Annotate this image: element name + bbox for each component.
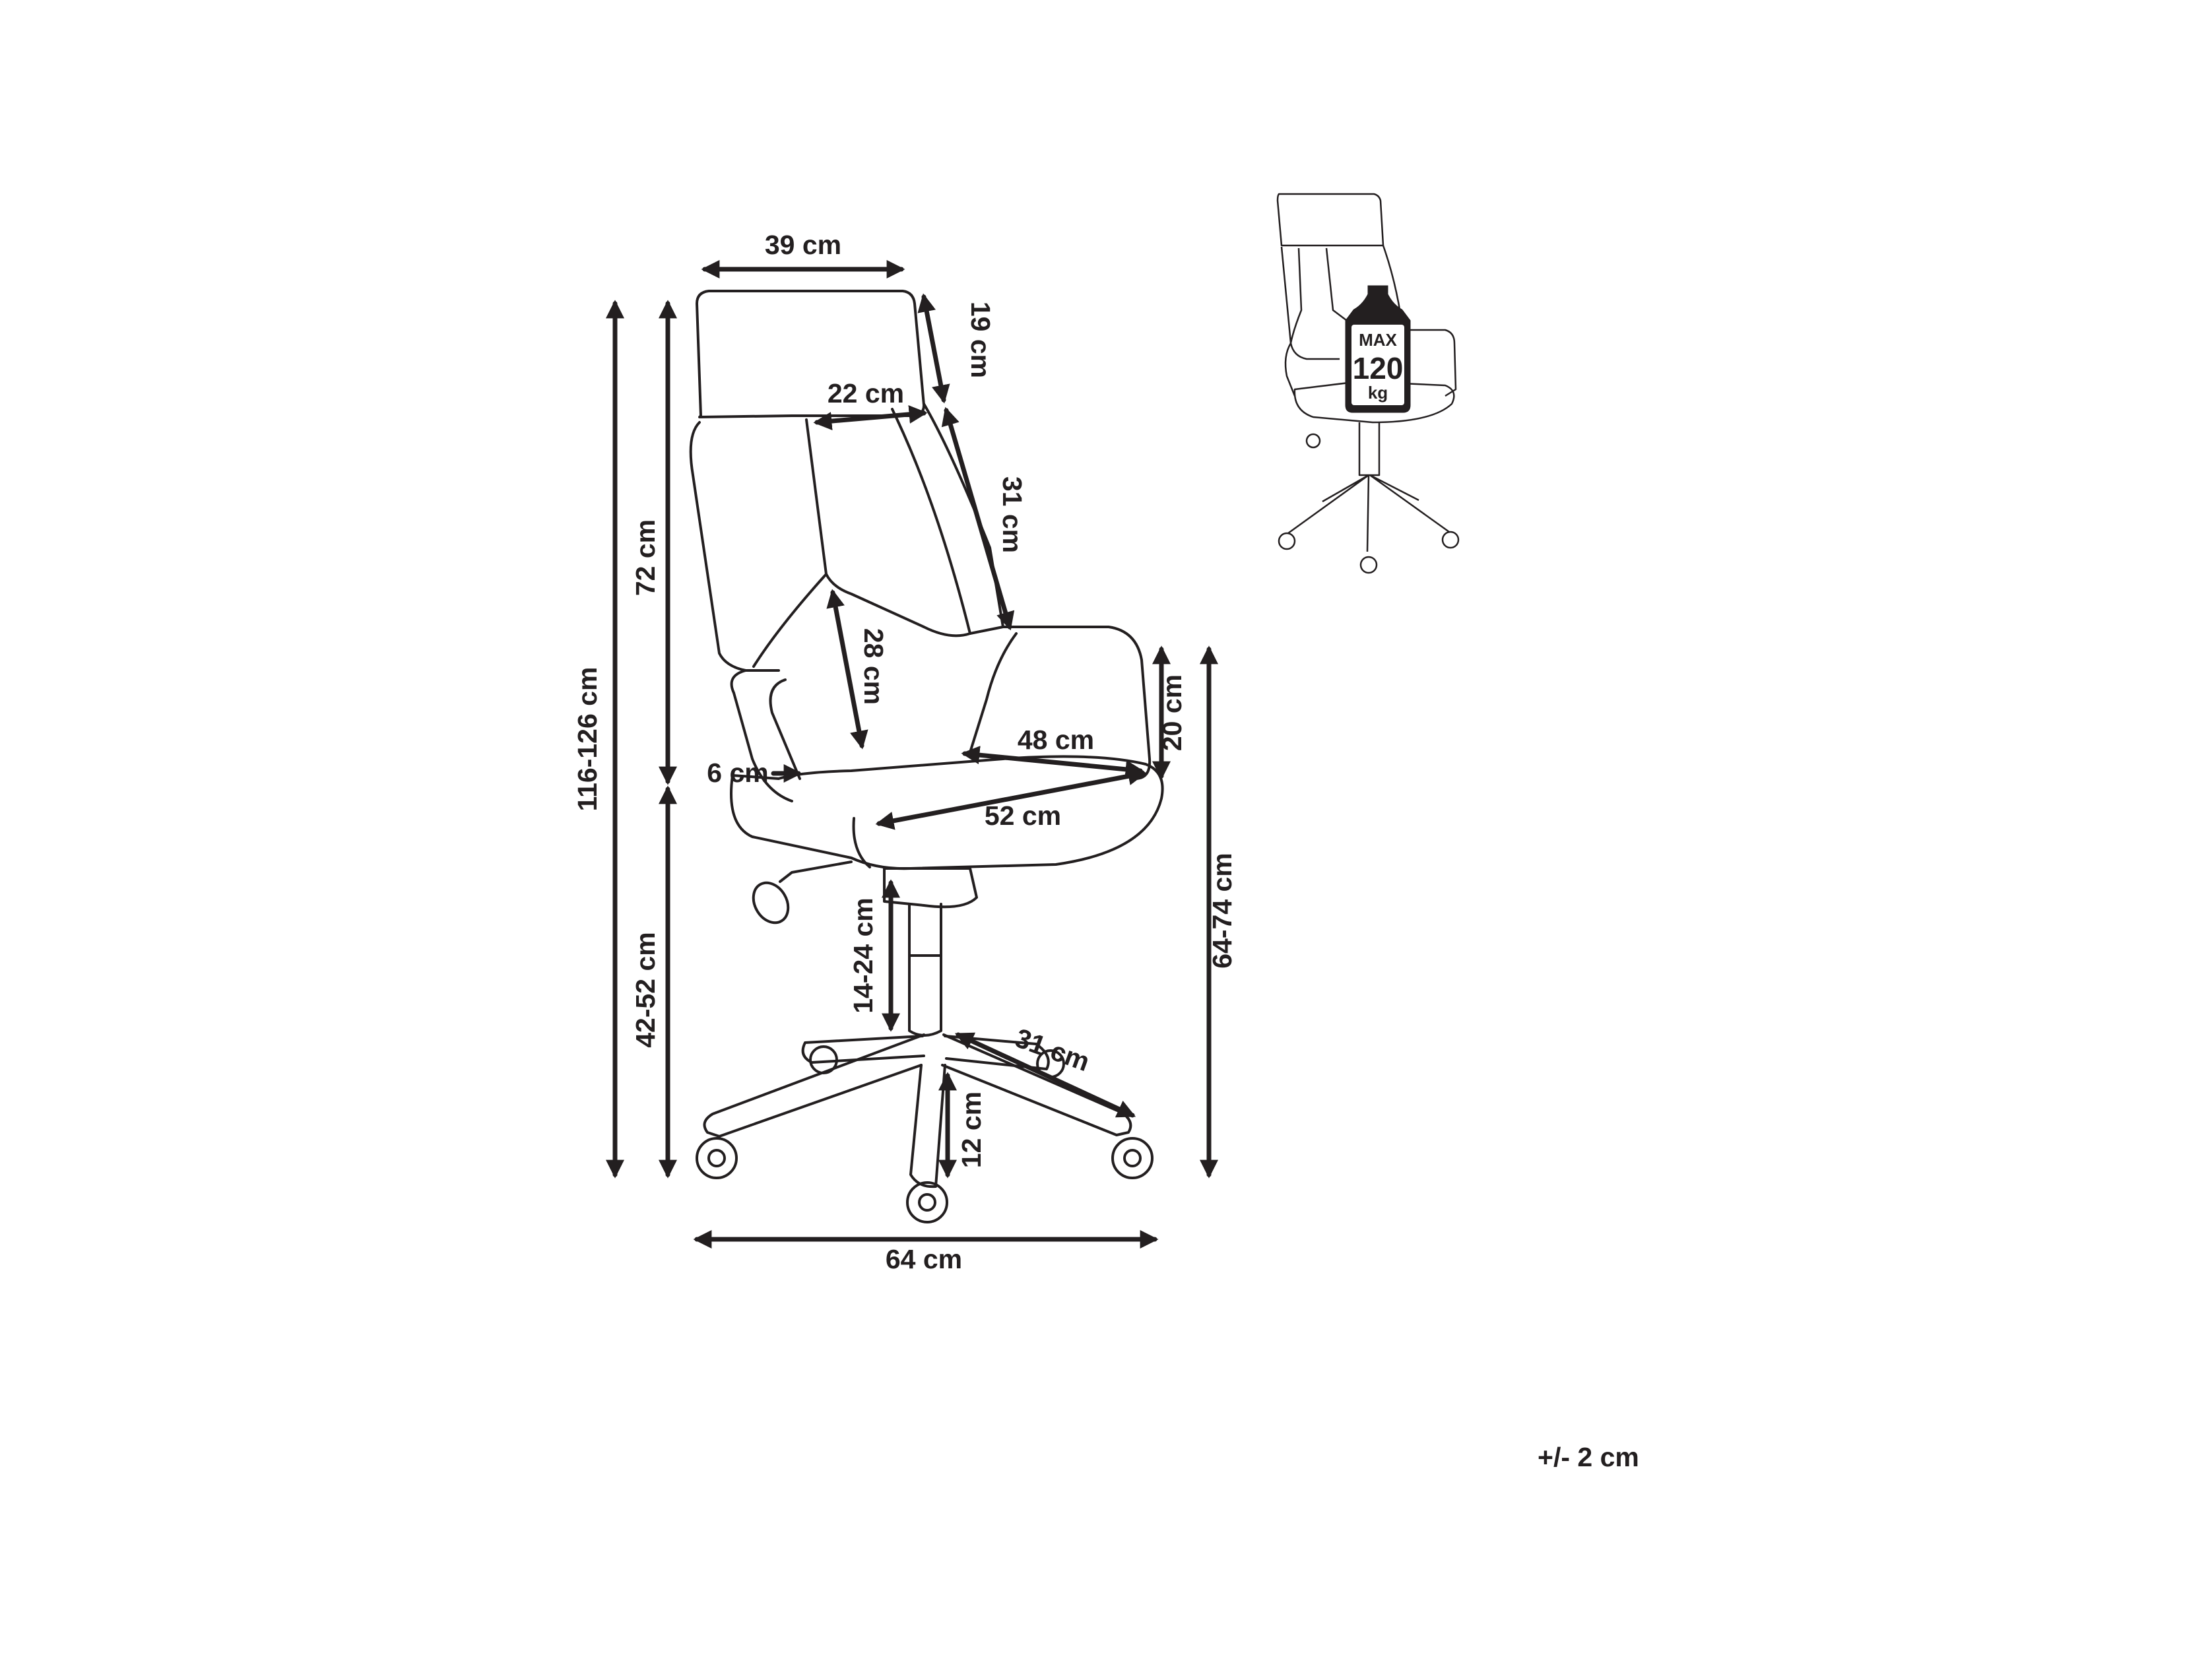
dimension-arrows <box>606 260 1218 1249</box>
label-armrest-height: 20 cm <box>1157 674 1187 751</box>
label-seat-depth: 48 cm <box>1018 725 1094 755</box>
label-total-height: 116-126 cm <box>572 667 602 812</box>
weight-bottle-icon: MAX 120 kg <box>1345 285 1411 413</box>
label-headrest-height: 19 cm <box>965 302 996 378</box>
badge-unit: kg <box>1368 383 1388 403</box>
label-seat-height: 42-52 cm <box>630 932 661 1048</box>
arrow-base-leg <box>954 1032 1136 1118</box>
dimension-labels: 39 cm 19 cm 22 cm 31 cm 28 cm 6 cm 48 cm… <box>572 230 1237 1274</box>
arrow-backrest-side <box>941 407 1015 631</box>
label-backrest-side: 31 cm <box>997 476 1027 553</box>
label-seat-width: 52 cm <box>985 800 1061 831</box>
label-backrest-width: 22 cm <box>828 378 904 408</box>
arrow-backrest-width <box>813 405 928 431</box>
badge-max: MAX <box>1359 330 1397 350</box>
office-chair-thumbnail-icon <box>1276 193 1460 574</box>
chair-drawing <box>689 290 1164 1223</box>
badge-weight: 120 <box>1353 351 1404 385</box>
tolerance-note: +/- 2 cm <box>1538 1442 1639 1472</box>
arrow-headrest-height <box>917 293 950 404</box>
label-armrest-floor-height: 64-74 cm <box>1207 853 1237 969</box>
arrow-backrest-height <box>826 589 868 750</box>
label-base-height: 12 cm <box>956 1091 987 1168</box>
label-armrest-width: 6 cm <box>707 758 768 788</box>
label-headrest-width: 39 cm <box>765 230 841 260</box>
label-gas-lift: 14-24 cm <box>848 897 878 1014</box>
label-base-width: 64 cm <box>886 1244 962 1274</box>
arrow-seat-width <box>875 767 1147 830</box>
label-back-height: 72 cm <box>630 519 661 596</box>
label-backrest-height: 28 cm <box>859 628 889 705</box>
